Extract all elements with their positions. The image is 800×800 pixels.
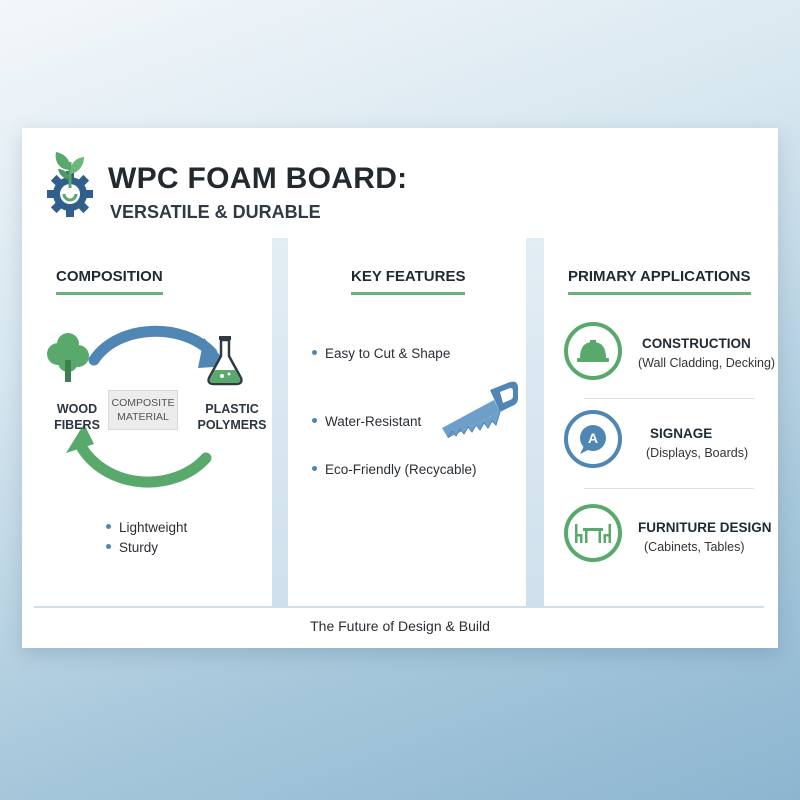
applications-title: PRIMARY APPLICATIONS bbox=[568, 268, 751, 295]
infographic-card: WPC FOAM BOARD: VERSATILE & DURABLE COMP… bbox=[22, 128, 778, 648]
feature-item: Water-Resistant bbox=[312, 414, 421, 429]
application-detail: (Wall Cladding, Decking) bbox=[638, 356, 776, 370]
page-subtitle: VERSATILE & DURABLE bbox=[110, 202, 321, 222]
footer-tagline: The Future of Design & Build bbox=[310, 618, 490, 634]
composition-cycle-diagram bbox=[47, 325, 243, 488]
composition-panel: COMPOSITION bbox=[34, 238, 272, 606]
bullet-dot bbox=[312, 349, 317, 355]
composite-line-1: COMPOSITE bbox=[111, 397, 175, 409]
blue-arc-arrow bbox=[88, 325, 218, 366]
composition-bullet: Lightweight bbox=[106, 520, 187, 535]
table-chairs-icon bbox=[564, 504, 622, 562]
sign-speech-bubble-icon: A bbox=[564, 410, 622, 468]
page-title: WPC FOAM BOARD: bbox=[108, 162, 408, 195]
flask-icon bbox=[207, 336, 243, 386]
wood-fibers-text: WOOD FIBERS bbox=[54, 402, 100, 432]
composition-bullet: Sturdy bbox=[106, 540, 158, 555]
bullet-text: Lightweight bbox=[119, 520, 188, 535]
key-features-title: KEY FEATURES bbox=[351, 268, 466, 295]
bullet-dot bbox=[106, 543, 111, 549]
feature-item: Easy to Cut & Shape bbox=[312, 346, 450, 361]
saw-icon bbox=[442, 381, 518, 438]
green-arc-arrow bbox=[76, 442, 212, 488]
feature-item: Eco-Friendly (Recycable) bbox=[312, 462, 477, 477]
applications-panel: PRIMARY APPLICATIONS CONSTRUCTION (Wall … bbox=[544, 238, 776, 606]
tree-icon bbox=[47, 333, 89, 382]
bullet-dot bbox=[312, 417, 317, 423]
application-detail: (Displays, Boards) bbox=[646, 446, 749, 460]
bullet-dot bbox=[312, 465, 317, 471]
panels-area: COMPOSITION bbox=[34, 238, 775, 608]
application-title: CONSTRUCTION bbox=[642, 336, 751, 351]
plastic-polymers-text: PLASTIC POLYMERS bbox=[197, 402, 267, 432]
feature-text: Easy to Cut & Shape bbox=[325, 346, 451, 361]
hard-hat-icon bbox=[564, 322, 622, 380]
composition-title: COMPOSITION bbox=[56, 268, 163, 295]
application-title: SIGNAGE bbox=[650, 426, 713, 441]
key-features-panel: KEY FEATURES Easy to Cut & Shape Water-R… bbox=[288, 238, 526, 606]
bullet-dot bbox=[106, 523, 111, 529]
plastic-polymers-label: PLASTIC POLYMERS bbox=[194, 401, 270, 433]
feature-text: Water-Resistant bbox=[325, 414, 422, 429]
divider bbox=[584, 398, 754, 399]
feature-text: Eco-Friendly (Recycable) bbox=[325, 462, 477, 477]
application-detail: (Cabinets, Tables) bbox=[644, 540, 745, 554]
application-title: FURNITURE DESIGN bbox=[638, 520, 772, 535]
green-arrowhead bbox=[66, 424, 94, 453]
svg-text:A: A bbox=[588, 430, 598, 446]
bullet-text: Sturdy bbox=[119, 540, 159, 555]
composite-material-box: COMPOSITE MATERIAL bbox=[108, 390, 178, 430]
sprout-gear-icon bbox=[47, 152, 93, 217]
composite-line-2: MATERIAL bbox=[117, 411, 169, 423]
wood-fibers-label: WOOD FIBERS bbox=[52, 401, 102, 433]
divider bbox=[584, 488, 754, 489]
